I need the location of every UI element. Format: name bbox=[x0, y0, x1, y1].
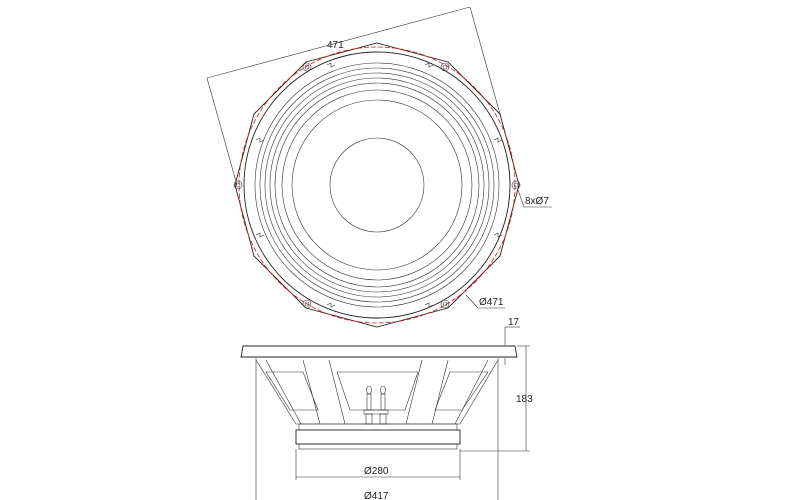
basket bbox=[255, 359, 499, 425]
holes-label: 8xØ7 bbox=[525, 196, 549, 207]
frame-outline bbox=[234, 42, 520, 328]
terminals bbox=[363, 385, 389, 425]
top-view: 471 8xØ7 Ø471 bbox=[206, 6, 552, 328]
clamp-marks bbox=[255, 62, 503, 308]
magnet bbox=[295, 429, 461, 445]
flange bbox=[240, 345, 518, 358]
width-dimension bbox=[206, 6, 501, 186]
basket-diameter-label: Ø417 bbox=[364, 491, 389, 500]
surround-rings bbox=[243, 51, 511, 319]
bolt-circle-label: Ø471 bbox=[479, 297, 504, 308]
depth-label: 183 bbox=[516, 394, 533, 405]
mount-holes bbox=[233, 62, 521, 309]
bolt-circle-leader bbox=[465, 294, 505, 309]
width-dim-label: 471 bbox=[327, 40, 344, 51]
side-view: 17 183 Ø280 Ø417 bbox=[240, 317, 533, 500]
magnet-dimension bbox=[295, 449, 461, 480]
holes-leader bbox=[517, 189, 552, 208]
pole-plate bbox=[298, 443, 458, 450]
backplate bbox=[298, 423, 458, 431]
basket-dimension bbox=[255, 358, 499, 500]
bolt-circle-centerline bbox=[238, 46, 516, 324]
depth-dimension bbox=[460, 326, 530, 452]
flange-thickness-label: 17 bbox=[508, 317, 520, 328]
dust-cap bbox=[329, 137, 425, 233]
magnet-diameter-label: Ø280 bbox=[364, 466, 389, 477]
